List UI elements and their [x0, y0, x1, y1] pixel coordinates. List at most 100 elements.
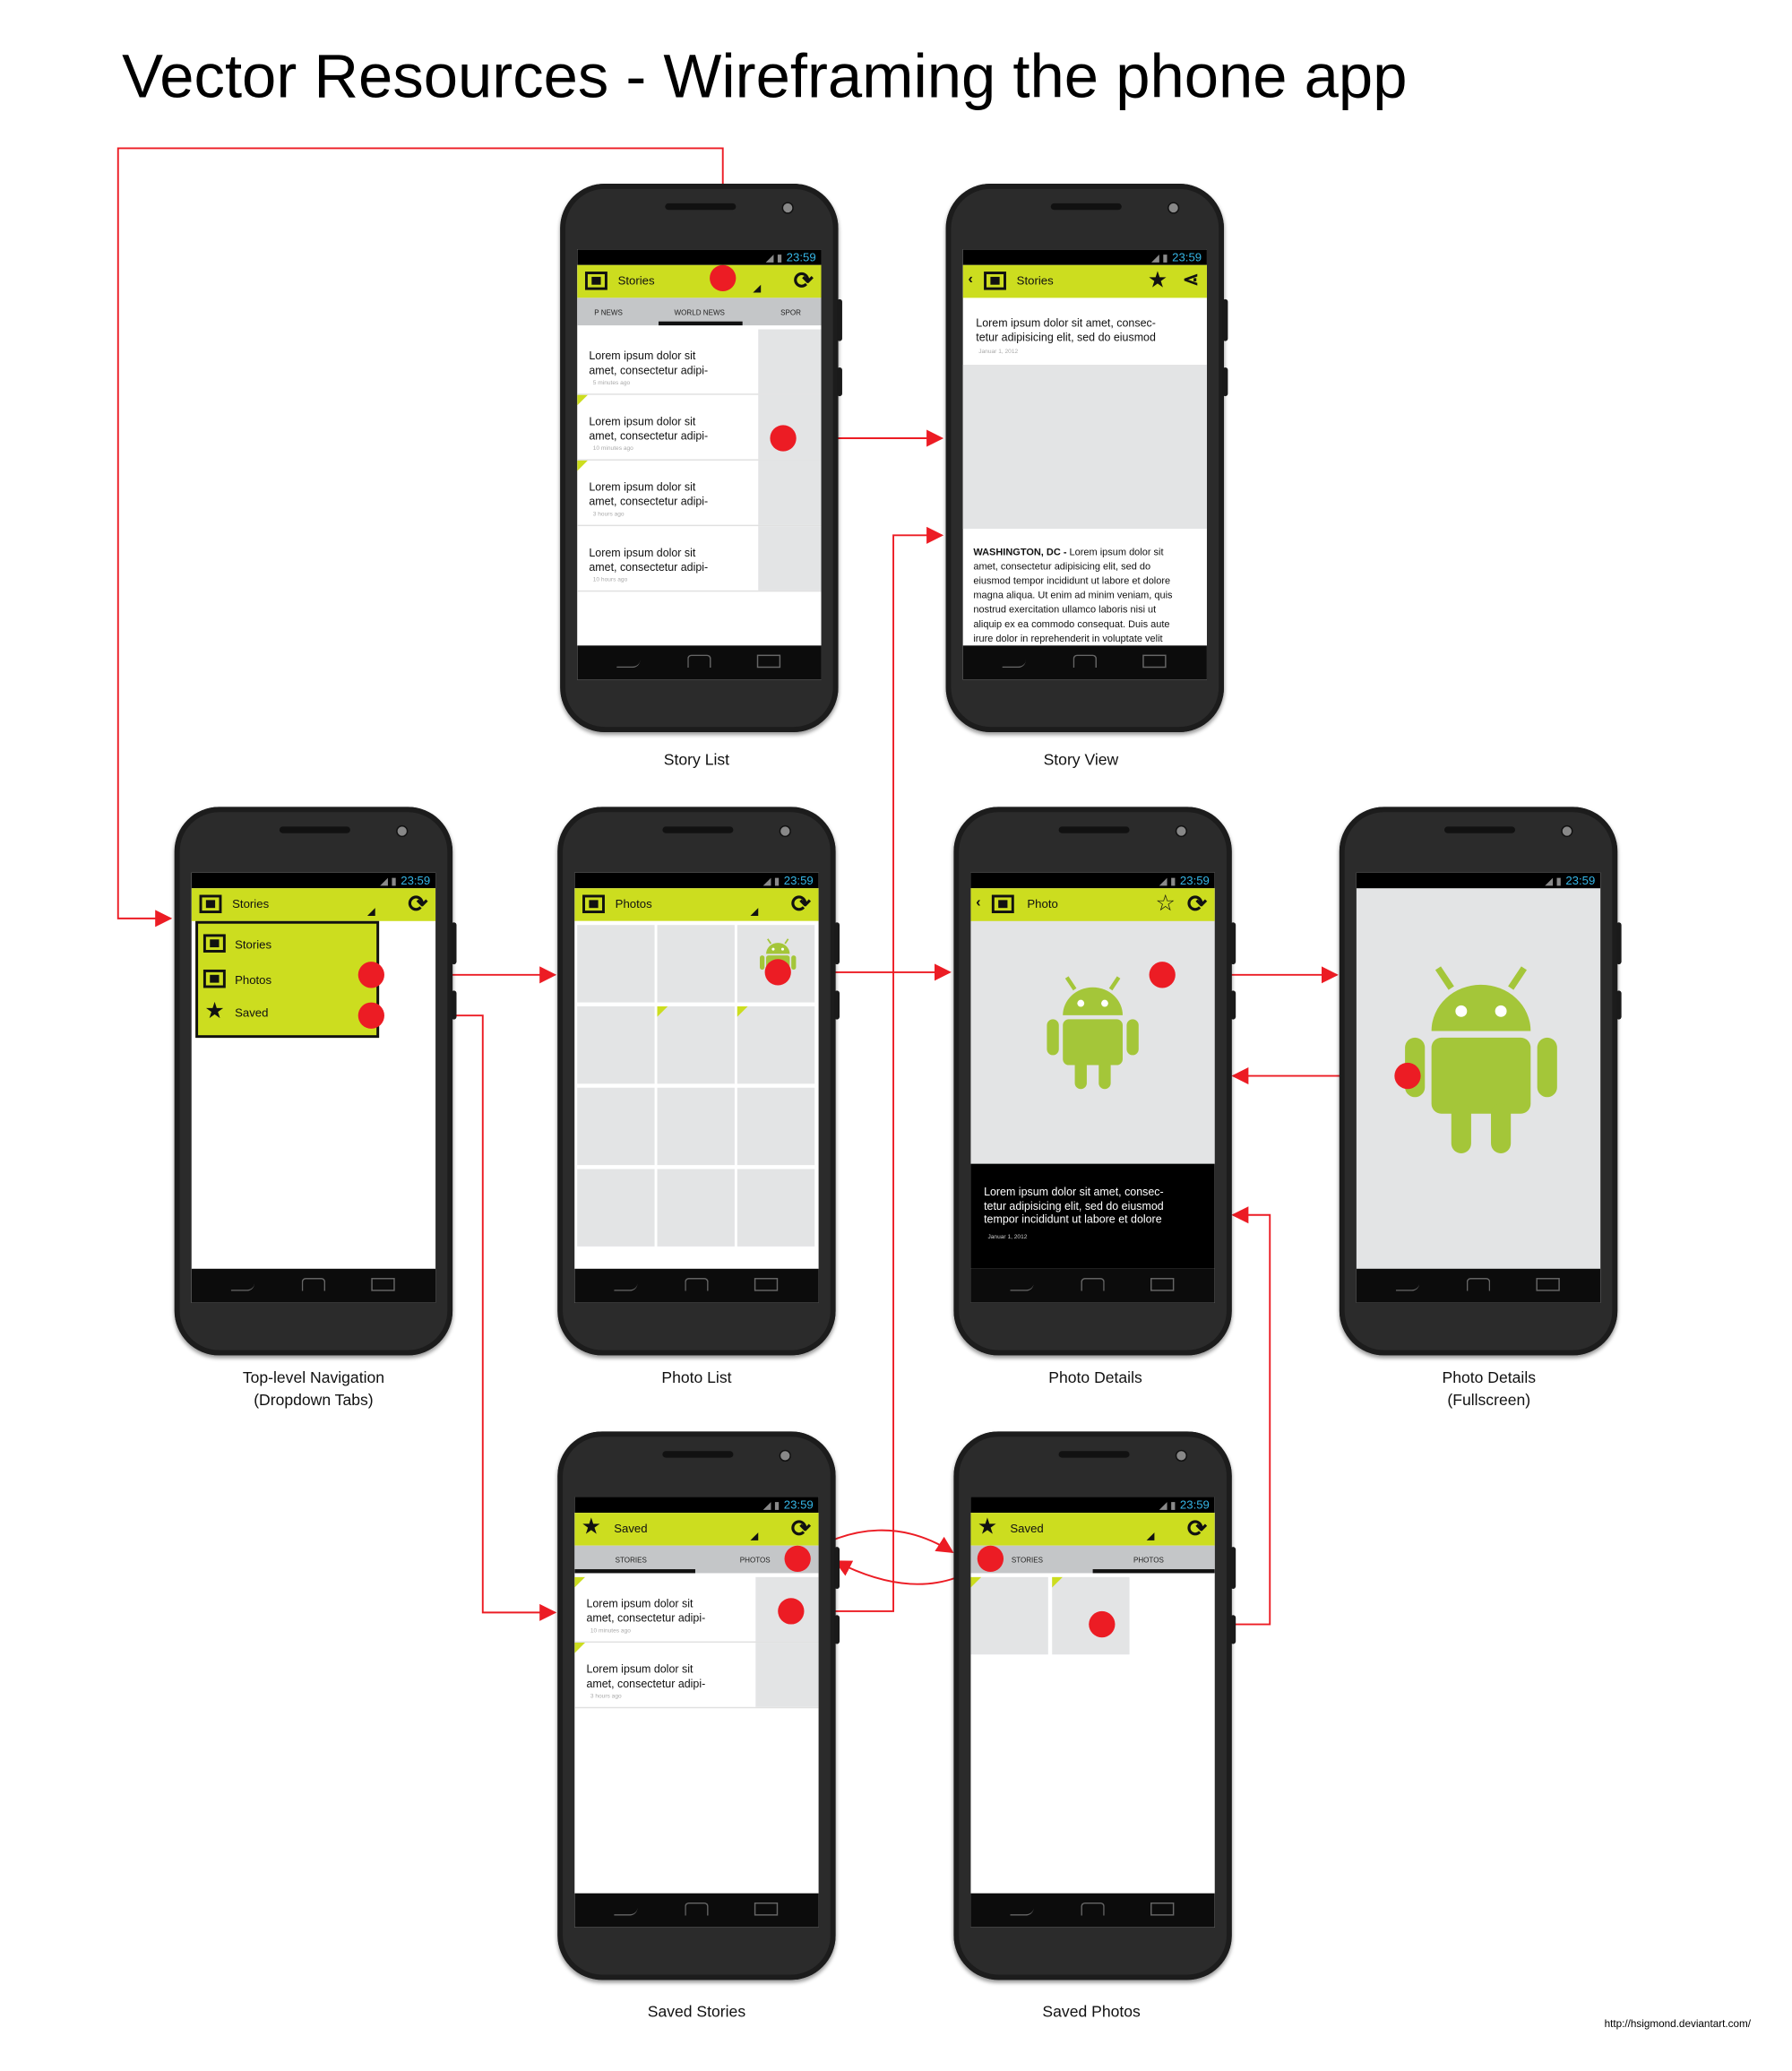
- hotspot-dot: [710, 264, 737, 292]
- dropdown-caret-icon[interactable]: [750, 1532, 759, 1540]
- tab-strip: STORIES PHOTOS: [970, 1545, 1215, 1574]
- phone-top-nav: ◢ ▮23:59 Stories ⟳ Stories Photos ★Saved: [174, 807, 457, 1356]
- refresh-icon[interactable]: ⟳: [1186, 891, 1207, 918]
- home-icon[interactable]: [685, 1278, 709, 1291]
- back-icon[interactable]: [1010, 1278, 1034, 1291]
- action-bar-title[interactable]: Stories: [232, 897, 270, 911]
- star-icon[interactable]: ★: [1147, 267, 1168, 293]
- list-item[interactable]: Lorem ipsum dolor sit amet, consectetur …: [577, 526, 822, 592]
- home-icon[interactable]: [685, 1902, 709, 1916]
- hotspot-dot: [778, 1598, 805, 1625]
- list-item[interactable]: Lorem ipsum dolor sit amet, consectetur …: [574, 1643, 819, 1709]
- photo-cell[interactable]: [737, 1169, 815, 1247]
- photo-cell[interactable]: [657, 1087, 735, 1166]
- recent-apps-icon[interactable]: [1150, 1278, 1175, 1291]
- back-icon[interactable]: [230, 1278, 255, 1291]
- menu-item-photos[interactable]: Photos: [198, 962, 376, 996]
- home-icon[interactable]: [1466, 1278, 1491, 1291]
- phone-story-list: ◢ ▮23:59 Stories ⟳ P NEWS WORLD NEWS SPO…: [560, 183, 842, 732]
- story-date: Januar 1, 2012: [978, 347, 1019, 355]
- label-photo-list: Photo List: [661, 1368, 732, 1387]
- action-bar-title[interactable]: Saved: [614, 1522, 648, 1535]
- action-bar-title[interactable]: Photos: [615, 897, 652, 911]
- dropdown-caret-icon[interactable]: [1146, 1532, 1155, 1540]
- phone-photo-details: ◢ ▮23:59 ‹ Photo ☆ ⟳ Lorem ipsum dolor s…: [953, 807, 1236, 1356]
- android-icon: [1047, 976, 1139, 1090]
- back-icon[interactable]: [616, 655, 641, 669]
- menu-item-stories[interactable]: Stories: [198, 927, 376, 961]
- refresh-icon[interactable]: ⟳: [790, 1515, 811, 1542]
- photo-cell[interactable]: [737, 1005, 815, 1084]
- star-icon[interactable]: ★: [977, 1514, 998, 1540]
- home-icon[interactable]: [301, 1278, 326, 1291]
- list-item[interactable]: Lorem ipsum dolor sit amet, consectetur …: [577, 329, 822, 395]
- refresh-icon[interactable]: ⟳: [1186, 1515, 1207, 1542]
- stories-icon[interactable]: [984, 272, 1006, 290]
- action-bar-title[interactable]: Stories: [617, 273, 655, 288]
- photo-cell[interactable]: [737, 1087, 815, 1166]
- tab-photos[interactable]: PHOTOS: [739, 1557, 771, 1566]
- stories-icon[interactable]: [584, 272, 607, 290]
- photo-cell[interactable]: [577, 1169, 655, 1247]
- tab-stories[interactable]: STORIES: [1011, 1557, 1044, 1566]
- back-chevron-icon[interactable]: ‹: [976, 894, 981, 911]
- photo-cell[interactable]: [657, 1005, 735, 1084]
- home-icon[interactable]: [1073, 654, 1097, 669]
- photo-cell[interactable]: [577, 1005, 655, 1084]
- recent-apps-icon[interactable]: [371, 1278, 395, 1291]
- phone-story-view: ◢ ▮23:59 ‹ Stories ★ ⋖ Lorem ipsum dolor…: [945, 183, 1228, 732]
- tab-stories[interactable]: STORIES: [615, 1557, 647, 1566]
- recent-apps-icon[interactable]: [1150, 1902, 1175, 1916]
- photo-cell[interactable]: [577, 1087, 655, 1166]
- hotspot-dot: [1149, 962, 1176, 988]
- phone-saved-stories: ◢ ▮23:59 ★ Saved ⟳ STORIES PHOTOS Lorem …: [557, 1431, 840, 1980]
- photo-cell[interactable]: [657, 1169, 735, 1247]
- thumbnail: [758, 329, 822, 394]
- stories-icon: [202, 934, 226, 953]
- home-icon[interactable]: [687, 654, 711, 669]
- back-icon[interactable]: [614, 1903, 638, 1916]
- status-bar: ◢ ▮23:59: [577, 249, 822, 265]
- recent-apps-icon[interactable]: [1536, 1278, 1560, 1291]
- recent-apps-icon[interactable]: [754, 1278, 779, 1291]
- home-icon[interactable]: [1081, 1902, 1105, 1916]
- refresh-icon[interactable]: ⟳: [793, 267, 814, 294]
- star-icon[interactable]: ★: [581, 1514, 601, 1540]
- hotspot-dot: [977, 1545, 1004, 1572]
- list-item[interactable]: Lorem ipsum dolor sit amet, consectetur …: [577, 460, 822, 527]
- tab-strip: STORIES PHOTOS: [574, 1545, 819, 1574]
- stories-icon[interactable]: [199, 894, 222, 914]
- recent-apps-icon[interactable]: [1142, 654, 1167, 669]
- hotspot-dot: [764, 959, 791, 986]
- recent-apps-icon[interactable]: [754, 1902, 779, 1916]
- phone-saved-photos: ◢ ▮23:59 ★ Saved ⟳ STORIES PHOTOS: [953, 1431, 1236, 1980]
- dropdown-caret-icon[interactable]: [750, 908, 759, 916]
- back-icon[interactable]: [614, 1278, 638, 1291]
- action-bar-title[interactable]: Saved: [1010, 1522, 1044, 1535]
- menu-item-saved[interactable]: ★Saved: [204, 998, 269, 1023]
- tab-top-news[interactable]: P NEWS: [594, 309, 623, 318]
- back-chevron-icon[interactable]: ‹: [968, 272, 973, 288]
- back-icon[interactable]: [1395, 1278, 1420, 1291]
- tab-photos[interactable]: PHOTOS: [1133, 1557, 1164, 1566]
- refresh-icon[interactable]: ⟳: [408, 891, 428, 918]
- photo-cell[interactable]: [970, 1576, 1048, 1655]
- share-icon[interactable]: ⋖: [1182, 269, 1200, 292]
- star-outline-icon[interactable]: ☆: [1155, 891, 1176, 916]
- photos-icon[interactable]: [991, 894, 1014, 914]
- action-bar: ★ Saved ⟳: [574, 1513, 819, 1546]
- photo-cell[interactable]: [577, 925, 655, 1003]
- refresh-icon[interactable]: ⟳: [790, 891, 811, 918]
- label-story-view: Story View: [1043, 750, 1119, 769]
- dropdown-caret-icon[interactable]: [366, 908, 375, 916]
- tab-sports[interactable]: SPOR: [780, 309, 801, 318]
- dropdown-caret-icon[interactable]: [753, 284, 762, 293]
- home-icon[interactable]: [1081, 1278, 1105, 1291]
- tab-world-news[interactable]: WORLD NEWS: [674, 309, 725, 318]
- photo-cell[interactable]: [657, 925, 735, 1003]
- back-icon[interactable]: [1002, 655, 1026, 669]
- photos-icon[interactable]: [582, 894, 605, 914]
- dropdown-menu: Stories Photos ★Saved: [195, 920, 380, 1039]
- back-icon[interactable]: [1010, 1903, 1034, 1916]
- recent-apps-icon[interactable]: [756, 654, 781, 669]
